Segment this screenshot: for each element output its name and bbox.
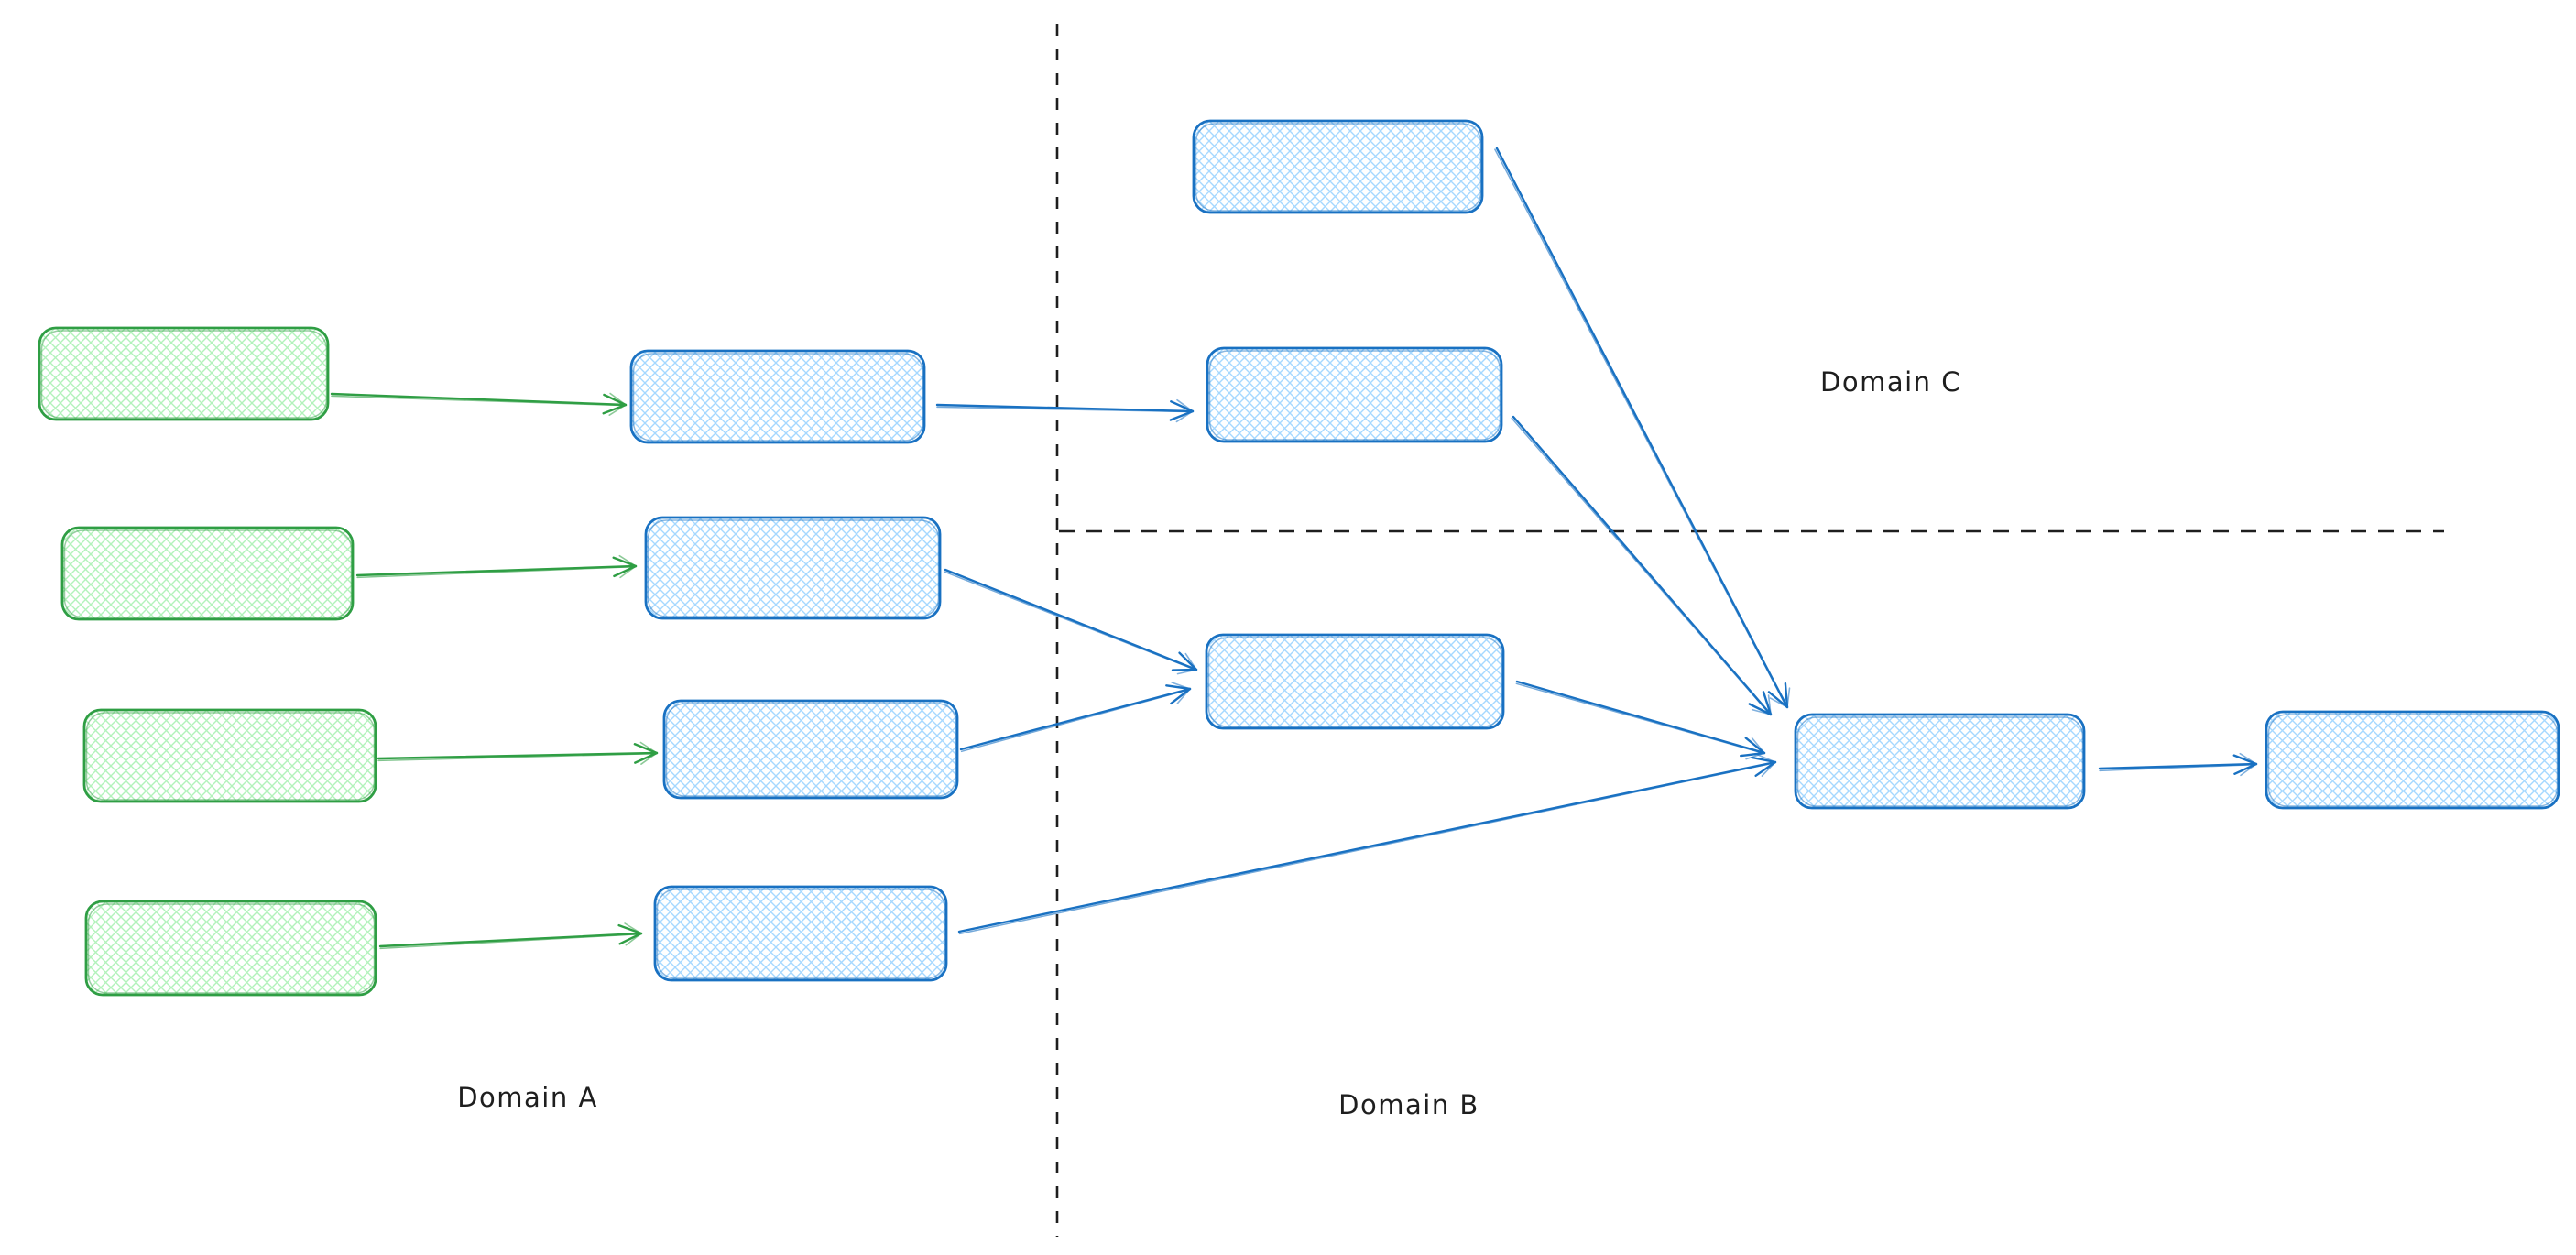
arrow-g4-a4	[378, 922, 643, 950]
node-g3-domain-a[interactable]	[82, 708, 377, 803]
node-a2-sketch-outline	[647, 519, 940, 617]
node-a1-box	[629, 349, 926, 444]
arrow-c3-d1	[1515, 680, 1766, 760]
arrow-c2-d1-line	[1512, 415, 1773, 716]
arrow-d1-e1	[2098, 752, 2258, 777]
arrow-a2-c3-line	[944, 568, 1198, 671]
node-a1-sketch-outline	[632, 353, 924, 442]
arrow-g4-a4-head	[624, 922, 642, 946]
node-d1-domain-b[interactable]	[1794, 713, 2086, 810]
arrow-a4-d1	[957, 754, 1777, 935]
arrow-a3-c3-head	[1171, 682, 1191, 704]
node-c1-domain-c[interactable]	[1192, 119, 1484, 214]
node-g1-box	[38, 326, 330, 421]
node-a3-sketch-outline	[665, 703, 957, 797]
arrow-a2-c3-head	[1176, 652, 1197, 675]
arrow-c1-d1-line	[1495, 147, 1789, 709]
node-g2-domain-a[interactable]	[60, 526, 355, 621]
domain-a-label: Domain A	[457, 1082, 598, 1113]
arrow-a4-d1-line	[957, 760, 1777, 933]
arrow-g1-a1-head	[608, 392, 627, 416]
node-g1-domain-a[interactable]	[38, 326, 330, 421]
node-c1-box	[1192, 119, 1484, 214]
node-a4-sketch-outline	[656, 889, 946, 979]
node-a3-domain-a[interactable]	[662, 699, 959, 800]
arrow-g3-a3-head	[639, 741, 658, 765]
arrow-c3-d1-line	[1515, 680, 1766, 755]
arrow-g4-a4-line	[378, 932, 643, 948]
arrow-d1-e1-line	[2098, 762, 2258, 770]
node-g2-box	[60, 526, 355, 621]
arrow-a3-c3	[959, 682, 1192, 753]
arrow-g2-a2-line	[355, 564, 638, 577]
node-c3-box	[1205, 633, 1505, 730]
arrow-g1-a1	[330, 392, 628, 416]
node-a2-domain-a[interactable]	[644, 516, 942, 620]
arrow-c1-d1-head	[1769, 687, 1791, 708]
domain-b-label: Domain B	[1338, 1089, 1479, 1120]
arrow-c1-d1	[1494, 147, 1791, 709]
arrow-g2-a2	[355, 554, 638, 579]
arrow-a2-c3	[944, 568, 1198, 675]
node-c2-domain-c[interactable]	[1206, 346, 1503, 443]
node-g4-sketch-outline	[87, 903, 376, 994]
arrow-g3-a3-line	[377, 751, 659, 760]
node-c2-box	[1206, 346, 1503, 443]
node-d1-box	[1794, 713, 2086, 810]
arrow-a1-c2-line	[935, 403, 1195, 413]
arrow-c1-d1-head	[1767, 682, 1789, 709]
node-e1-sketch-outline	[2267, 714, 2559, 807]
arrow-a3-c3-line	[959, 687, 1192, 751]
arrow-c2-d1	[1511, 415, 1773, 716]
node-a1-domain-a[interactable]	[629, 349, 926, 444]
node-g4-domain-a[interactable]	[84, 900, 377, 997]
arrow-d1-e1-head	[2239, 752, 2257, 777]
domain-c-label: Domain C	[1820, 366, 1961, 398]
node-a4-box	[653, 885, 948, 982]
node-c3-sketch-outline	[1207, 637, 1503, 727]
arrow-a1-c2	[935, 398, 1195, 423]
node-c2-sketch-outline	[1208, 350, 1501, 441]
node-g2-sketch-outline	[63, 529, 353, 618]
node-c3-domain-b[interactable]	[1205, 633, 1505, 730]
node-g4-box	[84, 900, 377, 997]
node-d1-sketch-outline	[1796, 716, 2084, 807]
arrow-a1-c2-head	[1175, 398, 1194, 423]
node-g3-sketch-outline	[85, 712, 376, 801]
node-a4-domain-a[interactable]	[653, 885, 948, 982]
node-a2-box	[644, 516, 942, 620]
node-c1-sketch-outline	[1195, 123, 1482, 212]
node-e1-domain-b[interactable]	[2265, 710, 2560, 810]
node-e1-box	[2265, 710, 2560, 810]
node-a3-box	[662, 699, 959, 800]
arrow-g1-a1-line	[330, 392, 628, 407]
node-g3-box	[82, 708, 377, 803]
arrow-g2-a2-head	[618, 554, 637, 579]
arrow-g3-a3	[377, 741, 659, 765]
arrow-c3-d1-head	[1745, 737, 1765, 760]
arrow-c2-d1-head	[1751, 694, 1772, 715]
node-g1-sketch-outline	[40, 330, 328, 419]
arrow-a4-d1-head	[1756, 754, 1776, 777]
